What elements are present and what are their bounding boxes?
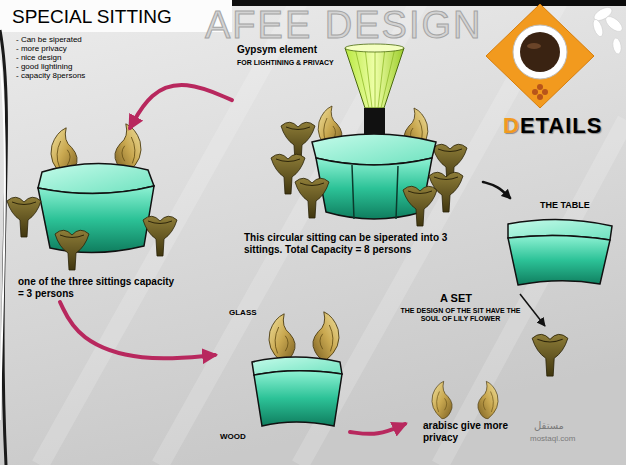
sitting-body [38, 186, 154, 253]
caption: one of the three sittings capacity = 3 p… [18, 276, 178, 299]
sitting-top [38, 163, 154, 193]
lily-chair [271, 154, 305, 194]
lily-chair [532, 334, 568, 376]
arabesque-backrest [432, 381, 452, 418]
lily-chair [295, 178, 329, 218]
caption: WOOD [220, 432, 246, 441]
small-flower [532, 84, 548, 100]
caption: FOR LIGHTINING & PRIVACY [237, 59, 334, 67]
illustration-group: Gypsym elementFOR LIGHTINING & PRIVACY Th… [232, 42, 483, 280]
illustration-group: A SET THE DESIGN OF THE SIT HAVE THE SOUL… [398, 290, 573, 378]
lily-chair [403, 186, 437, 226]
watermark: AFEE DESIGN [205, 6, 483, 44]
lily-chair [143, 216, 177, 256]
caption: THE TABLE [540, 200, 590, 210]
flow-arrow [60, 302, 215, 358]
section-heading: DETAILS [503, 113, 602, 138]
split-lines [352, 165, 398, 219]
lily-chair [55, 230, 89, 270]
watermark: مستقل [534, 420, 564, 432]
sitting-body [254, 371, 342, 426]
white-lilies [591, 5, 625, 55]
illustration-group: THE TABLE [500, 198, 618, 290]
illustration-group: one of the three sittings capacity = 3 p… [4, 128, 184, 302]
title-ground [0, 0, 232, 32]
gypsum-cone [345, 48, 404, 108]
lily-chair [433, 144, 467, 184]
flow-arrow [130, 85, 232, 128]
caption: This circular sitting can be siperated i… [244, 232, 480, 255]
background-streaks [40, 0, 626, 465]
bullet-point: - Can be siperated [16, 35, 82, 44]
sitting-body [316, 158, 432, 219]
edge-swirl [0, 60, 5, 420]
arabesque-backrest [115, 124, 141, 172]
bullet-point: - capacity 8persons [16, 71, 85, 80]
illustration-group: arabisc give more privacy [405, 380, 526, 446]
arabesque-backrest [404, 108, 428, 152]
gypsum-ribs [355, 48, 395, 108]
caption: GLASS [229, 308, 257, 317]
table-body [508, 235, 610, 285]
sitting-top [312, 134, 436, 165]
gypsum-rim [345, 44, 404, 52]
bullet-point: - more privacy [16, 44, 67, 53]
flow-arrow [483, 182, 510, 198]
lily-chair [281, 122, 315, 162]
bullet-point: - good lightining [16, 62, 72, 71]
coffee-cup [513, 25, 567, 79]
arabesque-backrest [478, 381, 498, 418]
illustration-group: GLASS WOOD [215, 305, 350, 447]
leader-line [520, 294, 545, 326]
arabesque-backrest [318, 106, 342, 150]
caption: Gypsym element [237, 44, 317, 56]
coffee [520, 32, 560, 72]
edge-swirl [0, 30, 6, 465]
lily-chair [429, 172, 463, 212]
caption: THE DESIGN OF THE SIT HAVE THE SOUL OF L… [398, 307, 523, 323]
page-title: SPECIAL SITTING [12, 6, 172, 28]
orange-diamond [486, 4, 594, 108]
table-top [508, 219, 612, 240]
arabesque-backrest [51, 128, 77, 176]
column [364, 108, 385, 140]
watermark: mostaql.com [530, 434, 575, 443]
bullet-point: - nice design [16, 53, 61, 62]
caption: arabisc give more privacy [423, 420, 523, 443]
arabesque-backrest [269, 314, 295, 362]
sitting-top [252, 357, 342, 375]
lily-chair [7, 197, 41, 237]
arabesque-backrest [313, 312, 339, 360]
coffee-highlight [527, 43, 541, 49]
caption: A SET [440, 292, 472, 305]
flow-arrow [350, 424, 405, 434]
